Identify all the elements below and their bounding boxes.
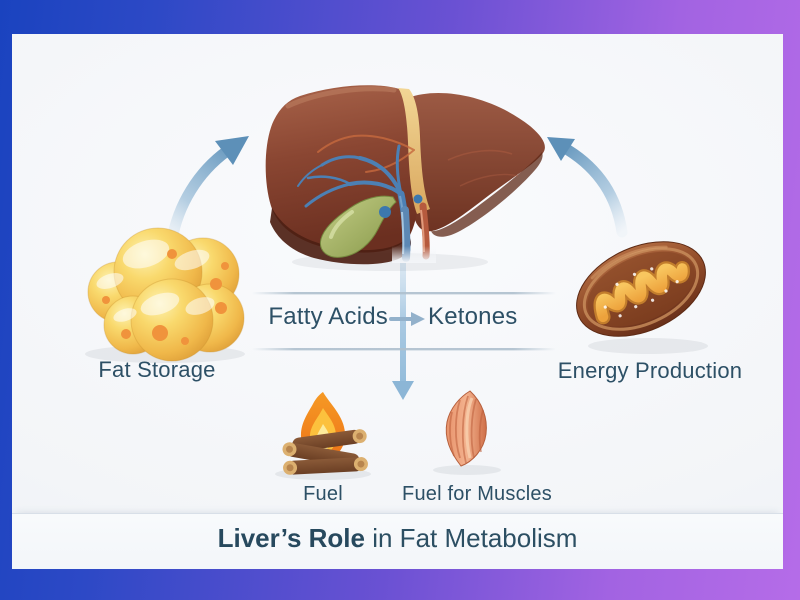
title-rest: in Fat Metabolism <box>365 523 578 553</box>
energy-production-label: Energy Production <box>557 358 743 383</box>
title-emphasis: Liver’s Role <box>217 523 365 553</box>
ketones-label: Ketones <box>428 303 518 330</box>
fat-storage-label: Fat Storage <box>98 357 216 382</box>
title-strip: Liver’s Role in Fat Metabolism <box>12 513 783 569</box>
fuel-label: Fuel <box>303 483 343 505</box>
page-title: Liver’s Role in Fat Metabolism <box>12 523 783 554</box>
fatty-acids-label: Fatty Acids <box>268 303 388 330</box>
fuel-for-muscles-label: Fuel for Muscles <box>402 483 552 505</box>
